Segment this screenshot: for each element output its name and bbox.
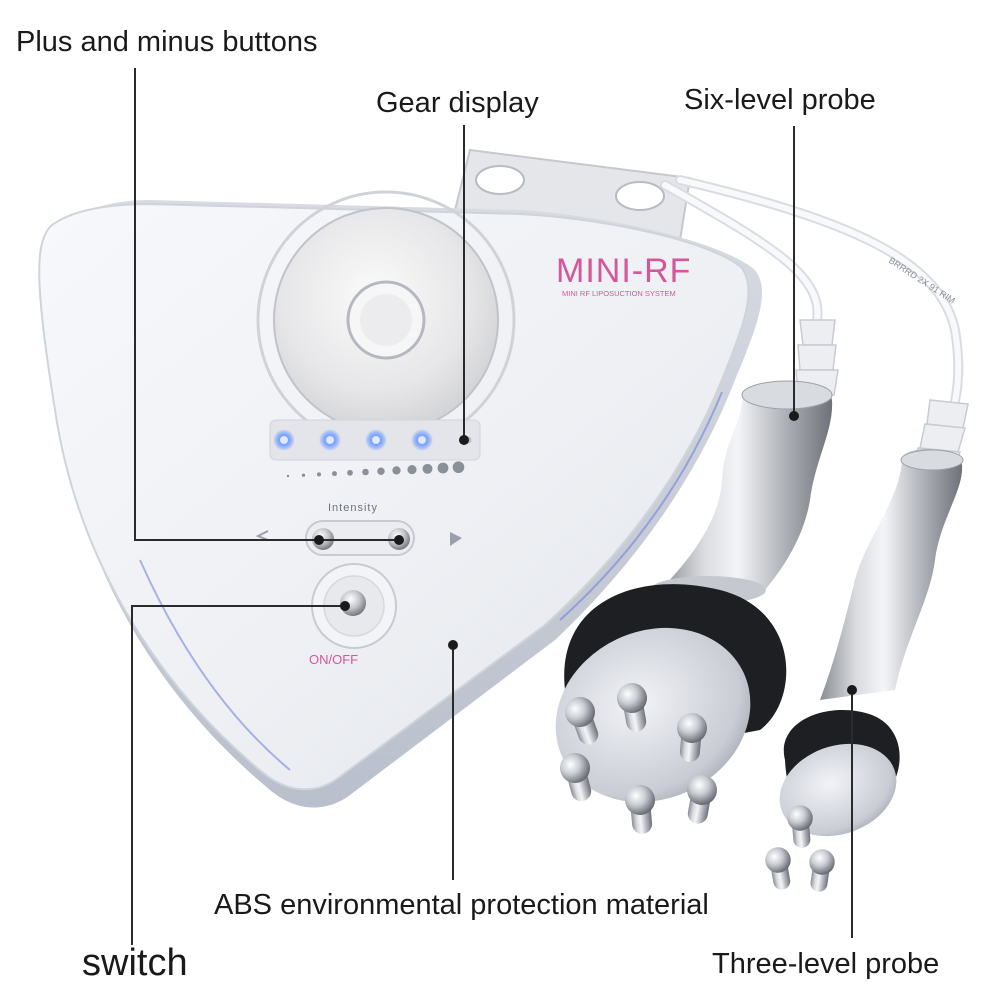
intensity-dot — [407, 465, 417, 475]
electrode-pin — [765, 847, 791, 890]
six-level-probe — [555, 380, 833, 803]
electrode-pin — [687, 775, 717, 824]
intensity-dot — [316, 472, 322, 477]
electrode-pin — [787, 805, 813, 848]
main-unit — [38, 200, 763, 808]
intensity-dot — [377, 467, 385, 475]
callout-switch: switch — [82, 942, 188, 984]
power-label: ON/OFF — [309, 652, 358, 667]
intensity-dot — [301, 473, 306, 477]
callout-lines — [131, 68, 853, 945]
six-level-electrodes — [560, 683, 717, 834]
intensity-dot — [422, 463, 433, 474]
electrode-pin — [677, 713, 707, 762]
led-lit — [411, 429, 433, 451]
electrode-pin — [617, 683, 647, 732]
intensity-dot — [392, 466, 401, 475]
callout-abs-material: ABS environmental protection material — [214, 889, 709, 921]
callout-plus-minus-buttons: Plus and minus buttons — [16, 26, 318, 58]
intensity-dot — [286, 474, 290, 478]
cable-print: BRRRD 2X 91 RIM — [887, 255, 957, 305]
callout-gear-display: Gear display — [376, 87, 539, 119]
electrode-pin — [625, 785, 655, 834]
led-lit — [365, 429, 387, 451]
callout-dots — [314, 411, 857, 695]
three-level-electrodes — [765, 805, 835, 892]
adjust-buttons — [255, 520, 462, 556]
electrode-pin — [809, 849, 835, 892]
brand-logo: MINI-RF — [556, 252, 691, 290]
intensity-dot — [332, 471, 337, 477]
brand-subtitle: MINI RF LIPOSUCTION SYSTEM — [562, 289, 676, 298]
intensity-dot — [437, 462, 449, 474]
intensity-dot — [347, 469, 353, 476]
electrode-pin — [565, 697, 599, 745]
intensity-dots — [286, 461, 465, 478]
electrode-pin — [560, 753, 592, 802]
callout-six-level-probe: Six-level probe — [684, 84, 876, 116]
intensity-label: Intensity — [328, 502, 378, 514]
led-lit — [319, 429, 341, 451]
intensity-dot — [452, 461, 465, 474]
led-lit — [273, 429, 295, 451]
dial-knob[interactable] — [256, 190, 516, 450]
gear-leds — [273, 429, 472, 451]
callout-three-level-probe: Three-level probe — [712, 948, 940, 980]
intensity-dot — [362, 468, 369, 476]
